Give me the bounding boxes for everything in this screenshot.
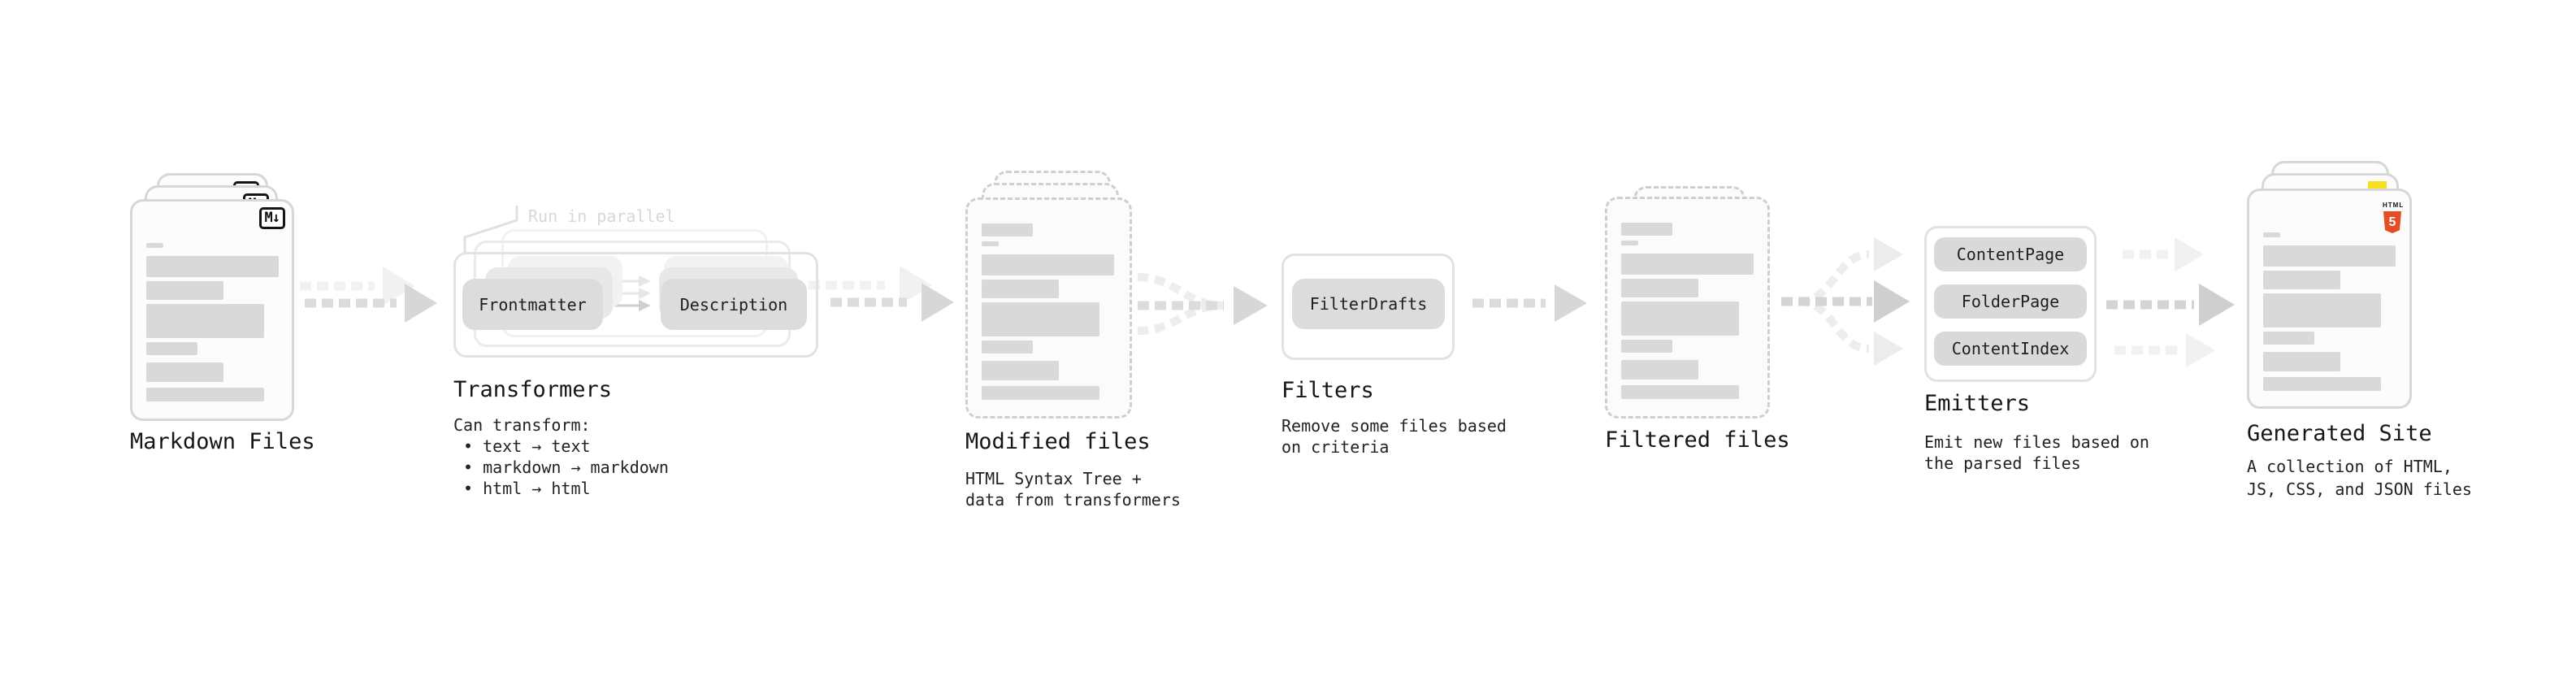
stage-label-filters: Filters (1281, 378, 1374, 403)
text-placeholder-bar (2263, 352, 2340, 371)
transformer-container-front (453, 252, 818, 358)
modified-file-card-front (965, 197, 1132, 419)
text-placeholder-bar (2263, 271, 2340, 289)
folderpage-node: FolderPage (1934, 284, 2087, 319)
text-placeholder-bar (1621, 254, 1754, 275)
text-placeholder-bar (2263, 332, 2314, 345)
run-in-parallel-leader-line (463, 206, 518, 254)
description-node: Description (661, 279, 807, 330)
stage-label-emitters: Emitters (1924, 391, 2031, 416)
text-placeholder-bar (982, 302, 1099, 336)
text-placeholder-bar (146, 342, 197, 355)
markdown-file-card-front: M↓ (130, 199, 294, 421)
filterdrafts-node: FilterDrafts (1292, 279, 1445, 329)
filters-desc: on criteria (1281, 437, 1390, 457)
text-placeholder-bar (146, 243, 163, 248)
filtered-file-card-front (1605, 197, 1770, 419)
emitters-desc: the parsed files (1924, 453, 2081, 473)
arrow-emitters-to-generated (2106, 237, 2235, 367)
text-placeholder-bar (1621, 223, 1672, 236)
text-placeholder-bar (2263, 377, 2381, 391)
arrow-markdown-to-transformers (283, 267, 437, 323)
text-placeholder-bar (146, 362, 223, 382)
text-placeholder-bar (982, 223, 1033, 236)
text-placeholder-bar (982, 386, 1099, 400)
emitters-desc: Emit new files based on (1924, 432, 2149, 452)
contentpage-node: ContentPage (1934, 237, 2087, 271)
stage-label-modified-files: Modified files (965, 429, 1151, 454)
text-placeholder-bar (982, 241, 999, 246)
transformers-bullet: • markdown → markdown (463, 458, 669, 477)
arrow-modified-to-filters (1137, 273, 1268, 335)
modified-files-desc: HTML Syntax Tree + (965, 469, 1142, 488)
stage-label-transformers: Transformers (453, 377, 613, 402)
text-placeholder-bar (146, 388, 264, 401)
text-placeholder-bar (982, 340, 1033, 354)
text-placeholder-bar (1621, 241, 1638, 245)
frontmatter-node: Frontmatter (462, 279, 603, 330)
generated-site-desc: A collection of HTML, (2247, 457, 2452, 476)
arrow-filters-to-filtered (1472, 284, 1587, 322)
arrow-transformers-to-modified (809, 266, 954, 322)
text-placeholder-bar (1621, 385, 1739, 399)
javascript-icon (2368, 181, 2387, 189)
text-placeholder-bar (146, 256, 279, 277)
generated-file-card-html: HTML 5 (2247, 189, 2412, 409)
html5-icon-label: HTML (2383, 202, 2405, 209)
stage-label-markdown-files: Markdown Files (130, 429, 315, 454)
transformers-bullet: • html → html (463, 479, 591, 498)
transformers-bullet: • text → text (463, 436, 591, 456)
text-placeholder-bar (1621, 279, 1698, 297)
html5-icon: HTML 5 (2383, 195, 2405, 233)
stage-label-generated-site: Generated Site (2247, 421, 2432, 446)
text-placeholder-bar (2263, 293, 2381, 327)
text-placeholder-bar (1621, 360, 1698, 380)
html5-icon-shield: 5 (2383, 211, 2401, 233)
text-placeholder-bar (982, 280, 1059, 298)
text-placeholder-bar (1621, 301, 1739, 336)
text-placeholder-bar (146, 304, 264, 338)
text-placeholder-bar (982, 361, 1059, 380)
text-placeholder-bar (2263, 245, 2396, 267)
transformers-desc-heading: Can transform: (453, 415, 591, 435)
filters-desc: Remove some files based (1281, 416, 1507, 436)
arrow-filtered-to-emitters (1781, 237, 1910, 366)
stage-label-filtered-files: Filtered files (1605, 427, 1790, 453)
run-in-parallel-annotation: Run in parallel (528, 206, 675, 226)
text-placeholder-bar (1621, 340, 1672, 353)
contentindex-node: ContentIndex (1934, 332, 2087, 366)
generated-site-desc: JS, CSS, and JSON files (2247, 479, 2472, 499)
text-placeholder-bar (2263, 232, 2280, 237)
markdown-icon: M↓ (258, 207, 285, 229)
modified-files-desc: data from transformers (965, 490, 1181, 510)
text-placeholder-bar (982, 254, 1114, 275)
text-placeholder-bar (146, 281, 223, 300)
